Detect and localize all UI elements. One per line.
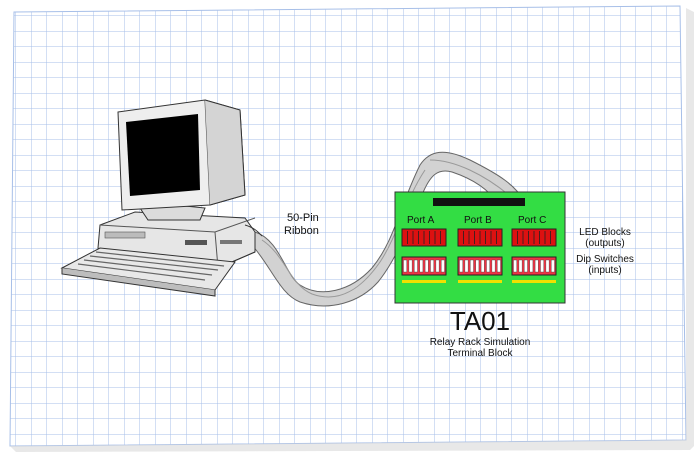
dip-switch-toggle <box>486 259 490 273</box>
computer-illustration <box>60 99 263 297</box>
caption-line2: Terminal Block <box>447 348 513 359</box>
dip-switch-toggle <box>403 259 407 273</box>
block-segments <box>403 231 555 273</box>
led-blocks-label: LED Blocks <box>579 227 631 238</box>
dip-switch-toggle <box>475 259 480 273</box>
dip-switch-toggle <box>551 259 555 273</box>
dip-switch-toggle <box>435 259 440 273</box>
board-pcb <box>394 191 566 304</box>
dip-switch-toggle <box>480 259 485 273</box>
port-c-label: Port C <box>518 215 546 226</box>
dip-switch-toggle <box>441 259 445 273</box>
dip-switch-toggle <box>470 259 474 273</box>
dip-switch-toggle <box>540 259 544 273</box>
floppy-drive-slot <box>185 240 207 245</box>
cable-label-line2: Ribbon <box>284 225 319 237</box>
dip-switch-toggle <box>419 259 424 273</box>
monitor-screen <box>126 114 200 196</box>
dip-switches-sublabel: (inputs) <box>588 265 621 276</box>
terminal-board: Port A Port B Port C <box>394 191 566 304</box>
dip-switch-toggle <box>545 259 550 273</box>
dip-switch-toggle <box>513 259 517 273</box>
dip-switch-toggle <box>430 259 434 273</box>
dip-switch-port-c <box>511 256 557 276</box>
dip-switch-toggle <box>529 259 534 273</box>
dip-switch-port-b <box>457 256 503 276</box>
dip-switches-label: Dip Switches <box>576 254 634 265</box>
port-a-label: Port A <box>407 215 435 226</box>
dip-switch-toggle <box>464 259 469 273</box>
dip-switch-toggle <box>414 259 418 273</box>
dip-switch-toggle <box>534 259 539 273</box>
yellow-strip-port-c <box>512 280 556 283</box>
ribbon-connector <box>433 198 525 206</box>
dip-switch-toggle <box>491 259 496 273</box>
yellow-strip-port-b <box>458 280 502 283</box>
dip-switch-toggle <box>459 259 463 273</box>
board-title: TA01 <box>450 306 510 336</box>
dip-switch-toggle <box>518 259 523 273</box>
keyboard <box>60 247 236 291</box>
cable-label-line1: 50-Pin <box>287 212 319 224</box>
dip-switch-toggle <box>524 259 528 273</box>
port-b-label: Port B <box>464 215 492 226</box>
led-blocks-sublabel: (outputs) <box>585 238 624 249</box>
yellow-strip-port-a <box>402 280 446 283</box>
caption-line1: Relay Rack Simulation <box>430 337 531 348</box>
dip-switch-toggle <box>408 259 413 273</box>
dip-switch-toggle <box>424 259 429 273</box>
dip-switch-toggle <box>497 259 501 273</box>
dip-switch-port-a <box>401 256 447 276</box>
